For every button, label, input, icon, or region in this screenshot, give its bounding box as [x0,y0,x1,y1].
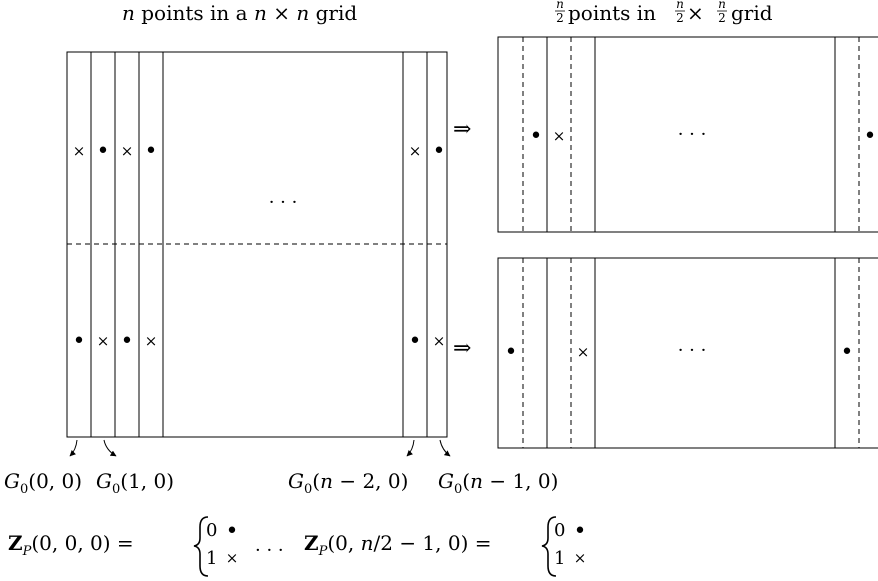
dot-mark: • [145,139,158,164]
dot-mark: • [97,139,110,164]
dot-mark: • [121,329,134,354]
dot-mark: • [505,340,518,365]
left-grid-bottom-marks: • × • × • × [73,329,446,354]
cross-mark: × [577,343,590,361]
dot-mark: • [409,329,422,354]
dot-mark: • [226,519,239,544]
svg-text:ZP(0, 0, 0) =: ZP(0, 0, 0) = [8,531,134,559]
dot-mark: • [433,139,446,164]
svg-text:n: n [718,0,726,11]
right-title: n 2 points in n 2 × n 2 grid [555,0,773,25]
dot-mark: • [73,329,86,354]
svg-text:2: 2 [718,11,726,25]
group-label-1-0: G0(1, 0) [96,469,174,497]
svg-text:×: × [687,1,704,25]
svg-text:points in: points in [568,1,656,25]
dot-mark: • [841,340,854,365]
svg-text:2: 2 [556,11,564,25]
svg-text:0: 0 [554,520,565,541]
group-pointers [69,439,451,457]
left-grid-top-marks: × • × • × • [73,139,446,164]
cross-mark: × [574,549,587,567]
cross-mark: × [97,332,110,350]
group-label-0-0: G0(0, 0) [4,469,82,497]
svg-text:n: n [676,0,684,11]
svg-text:1: 1 [554,548,565,569]
left-title: n points in a n × n grid [122,1,357,25]
dot-mark: • [530,124,543,149]
cross-mark: × [433,332,446,350]
cross-mark: × [553,127,566,145]
svg-text:n: n [556,0,564,11]
formula-zp-n: ZP(0, n/2 − 1, 0) = 0 1 • × [304,516,587,577]
group-label-n-minus-2: G0(n − 2, 0) [288,469,408,497]
formula-zp-0: ZP(0, 0, 0) = 0 1 • × [8,516,239,577]
right-top-grid [497,36,878,233]
dot-mark: • [864,124,877,149]
cross-mark: × [409,142,422,160]
arrow-top: ⇒ [453,117,471,142]
right-bottom-ellipsis: · · · [678,340,707,361]
svg-text:0: 0 [206,520,217,541]
right-bottom-grid [497,257,878,449]
left-grid-ellipsis: · · · [269,192,298,213]
svg-text:1: 1 [206,548,217,569]
left-grid [66,51,448,438]
right-top-ellipsis: · · · [678,124,707,145]
svg-text:grid: grid [731,1,773,25]
formula-ellipsis: · · · [255,540,284,561]
dot-mark: • [574,519,587,544]
svg-text:ZP(0, n/2 − 1, 0) =: ZP(0, n/2 − 1, 0) = [304,531,492,559]
cross-mark: × [73,142,86,160]
group-label-n-minus-1: G0(n − 1, 0) [438,469,558,497]
cross-mark: × [145,332,158,350]
cross-mark: × [121,142,134,160]
right-bottom-marks: • × • [505,340,854,365]
cross-mark: × [226,549,239,567]
svg-text:2: 2 [676,11,684,25]
arrow-bottom: ⇒ [453,336,471,361]
right-top-marks: • × • [530,124,877,149]
